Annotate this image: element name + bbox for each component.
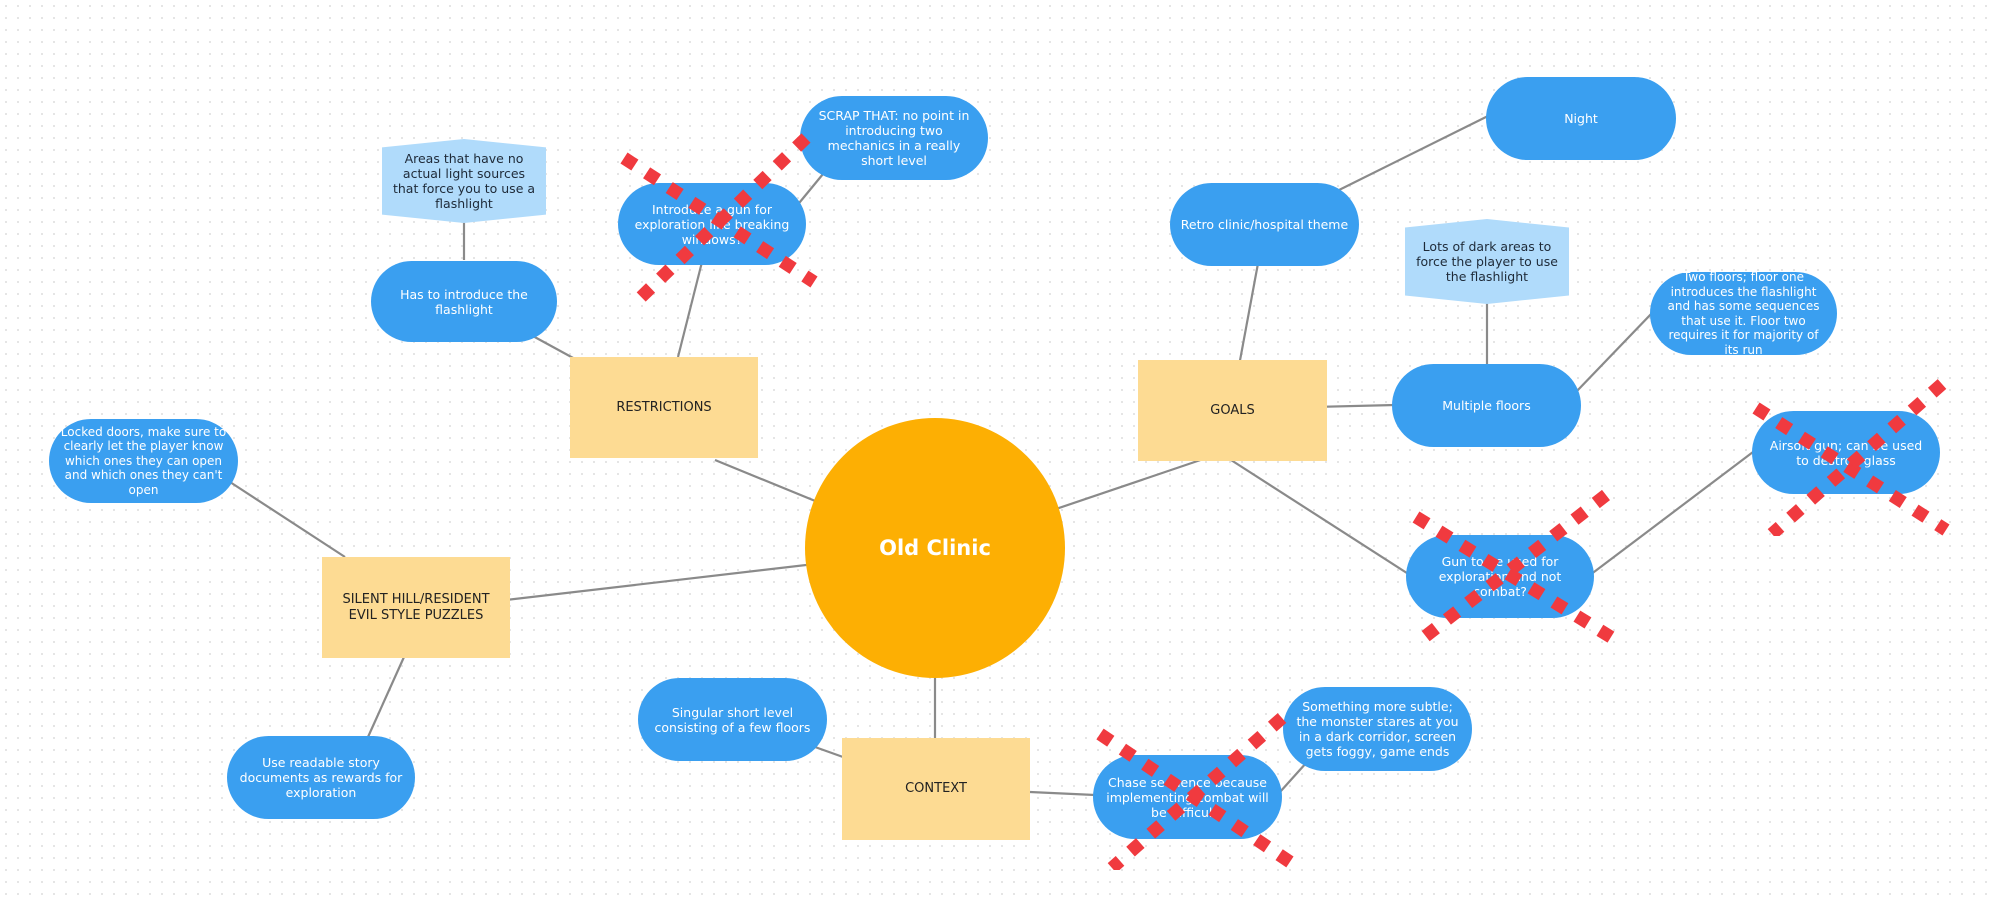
connector <box>1279 761 1308 793</box>
idea-text: Introduce a gun for exploration like bre… <box>634 201 790 247</box>
idea-short-level[interactable]: Singular short level consisting of a few… <box>638 678 827 761</box>
note-text: Lots of dark areas to force the player t… <box>1416 239 1558 284</box>
idea-night[interactable]: Night <box>1486 77 1676 160</box>
idea-text: Two floors; floor one introduces the fla… <box>1667 270 1820 357</box>
connector <box>1589 451 1754 576</box>
idea-gun-not-combat[interactable]: Gun to be used for exploration and not c… <box>1406 535 1594 618</box>
idea-multiple-floors[interactable]: Multiple floors <box>1392 364 1581 447</box>
idea-gun-exploration-mechanic[interactable]: Introduce a gun for exploration like bre… <box>618 183 806 265</box>
idea-text: Locked doors, make sure to clearly let t… <box>60 424 227 497</box>
category-context[interactable]: CONTEXT <box>842 738 1030 840</box>
idea-two-floors[interactable]: Two floors; floor one introduces the fla… <box>1650 270 1837 357</box>
idea-introduce-flashlight[interactable]: Has to introduce the flashlight <box>371 261 557 342</box>
category-label: RESTRICTIONS <box>616 399 712 415</box>
connector <box>814 745 844 759</box>
note-dark-areas[interactable]: Lots of dark areas to force the player t… <box>1405 219 1569 304</box>
idea-scrap-that[interactable]: SCRAP THAT: no point in introducing two … <box>800 96 988 180</box>
note-flashlight-areas[interactable]: Areas that have no actual light sources … <box>382 139 546 223</box>
category-puzzles[interactable]: SILENT HILL/RESIDENT EVIL STYLE PUZZLES <box>322 557 510 658</box>
category-label: CONTEXT <box>905 781 967 796</box>
connector <box>229 481 346 558</box>
connector <box>1029 790 1096 797</box>
idea-story-documents[interactable]: Use readable story documents as rewards … <box>227 736 415 819</box>
connector <box>1334 114 1491 193</box>
note-text: Areas that have no actual light sources … <box>392 151 536 211</box>
idea-text: Singular short level consisting of a few… <box>654 704 811 735</box>
idea-text: Multiple floors <box>1442 398 1531 413</box>
connector <box>676 257 705 358</box>
idea-text: SCRAP THAT: no point in introducing two … <box>818 108 970 168</box>
idea-text: Retro clinic/hospital theme <box>1180 217 1349 232</box>
connector <box>366 656 406 738</box>
category-restrictions[interactable]: RESTRICTIONS <box>570 357 758 458</box>
idea-text: Airsoft gun; can be used to destroy glas… <box>1769 437 1923 468</box>
idea-subtle-monster[interactable]: Something more subtle; the monster stare… <box>1283 687 1472 771</box>
idea-text: Something more subtle; the monster stare… <box>1296 699 1459 759</box>
idea-text: Has to introduce the flashlight <box>400 286 528 317</box>
idea-text: Night <box>1564 111 1598 126</box>
connector <box>1230 459 1411 576</box>
central-topic-node[interactable]: Old Clinic <box>805 418 1065 678</box>
idea-chase-sequence[interactable]: Chase sequence because implementing comb… <box>1093 755 1282 839</box>
category-goals[interactable]: GOALS <box>1138 360 1327 461</box>
category-label: GOALS <box>1210 402 1255 418</box>
idea-retro-theme[interactable]: Retro clinic/hospital theme <box>1170 183 1359 266</box>
connector <box>1575 312 1653 393</box>
idea-text: Chase sequence because implementing comb… <box>1106 774 1269 820</box>
category-label: SILENT HILL/RESIDENT EVIL STYLE PUZZLES <box>342 591 490 623</box>
idea-locked-doors[interactable]: Locked doors, make sure to clearly let t… <box>49 419 238 503</box>
idea-text: Use readable story documents as rewards … <box>239 755 403 800</box>
idea-text: Gun to be used for exploration and not c… <box>1438 554 1562 599</box>
idea-airsoft-gun[interactable]: Airsoft gun; can be used to destroy glas… <box>1752 411 1940 494</box>
central-topic-label: Old Clinic <box>879 536 991 560</box>
